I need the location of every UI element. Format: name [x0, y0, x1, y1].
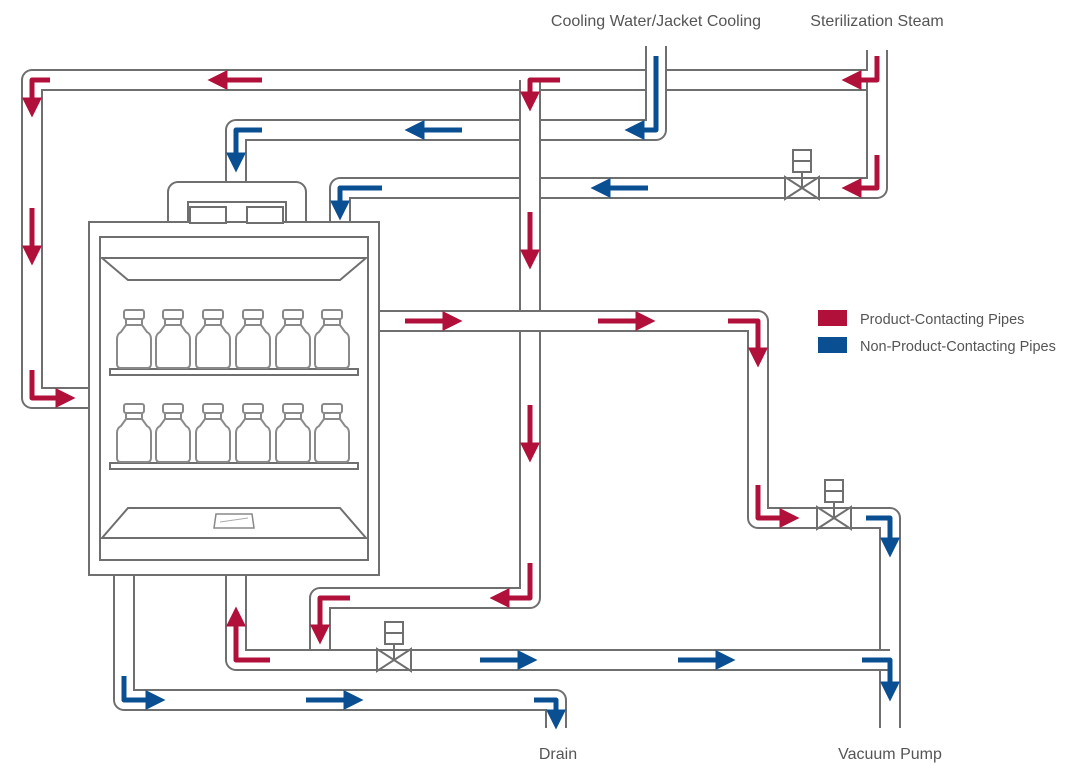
- vial: [235, 309, 271, 369]
- legend-label-non-product: Non-Product-Contacting Pipes: [860, 339, 1056, 355]
- vial: [116, 309, 152, 369]
- steam-valve: [784, 149, 820, 201]
- flow-arrow-blue: [866, 515, 900, 558]
- vial: [155, 309, 191, 369]
- freeze-dryer-chamber: [88, 206, 380, 576]
- legend: Product-Contacting Pipes Non-Product-Con…: [818, 310, 1056, 355]
- non-product-flow-arrows: [121, 56, 900, 730]
- flow-arrow-blue: [226, 127, 262, 173]
- flow-arrow-blue: [121, 676, 166, 710]
- flow-arrow-red: [29, 370, 76, 408]
- vacuum-valve: [816, 479, 852, 531]
- vial: [314, 403, 350, 463]
- legend-swatch-product: [818, 310, 847, 326]
- sterilization-steam-label: Sterilization Steam: [810, 13, 943, 30]
- vial: [195, 403, 231, 463]
- flow-arrow-blue: [624, 56, 659, 140]
- vial: [275, 309, 311, 369]
- vial: [235, 403, 271, 463]
- flow-arrow-red: [755, 485, 800, 528]
- flow-arrow-blue: [534, 697, 566, 730]
- flow-arrow-red: [728, 318, 768, 368]
- flow-arrow-red: [22, 77, 50, 118]
- vial: [275, 403, 311, 463]
- flow-arrow-blue: [862, 657, 900, 702]
- flow-arrow-red: [520, 77, 560, 112]
- drain-label: Drain: [539, 746, 577, 763]
- cooling-water-label: Cooling Water/Jacket Cooling: [551, 13, 761, 30]
- flow-arrow-red: [310, 595, 350, 645]
- flow-arrow-red: [489, 563, 533, 608]
- legend-label-product: Product-Contacting Pipes: [860, 312, 1024, 328]
- flow-arrow-red: [226, 606, 270, 663]
- flow-arrow-red: [841, 155, 880, 198]
- vial: [195, 309, 231, 369]
- vials-bottom-shelf: [116, 403, 350, 463]
- flow-arrow-red: [841, 56, 880, 90]
- legend-swatch-non-product: [818, 337, 847, 353]
- vials-top-shelf: [116, 309, 350, 369]
- product-flow-arrows: [22, 56, 880, 663]
- vacuum-pump-label: Vacuum Pump: [838, 746, 942, 763]
- vial: [116, 403, 152, 463]
- flow-arrow-blue: [330, 185, 382, 221]
- drain-valve: [376, 621, 412, 673]
- vial: [155, 403, 191, 463]
- vial: [314, 309, 350, 369]
